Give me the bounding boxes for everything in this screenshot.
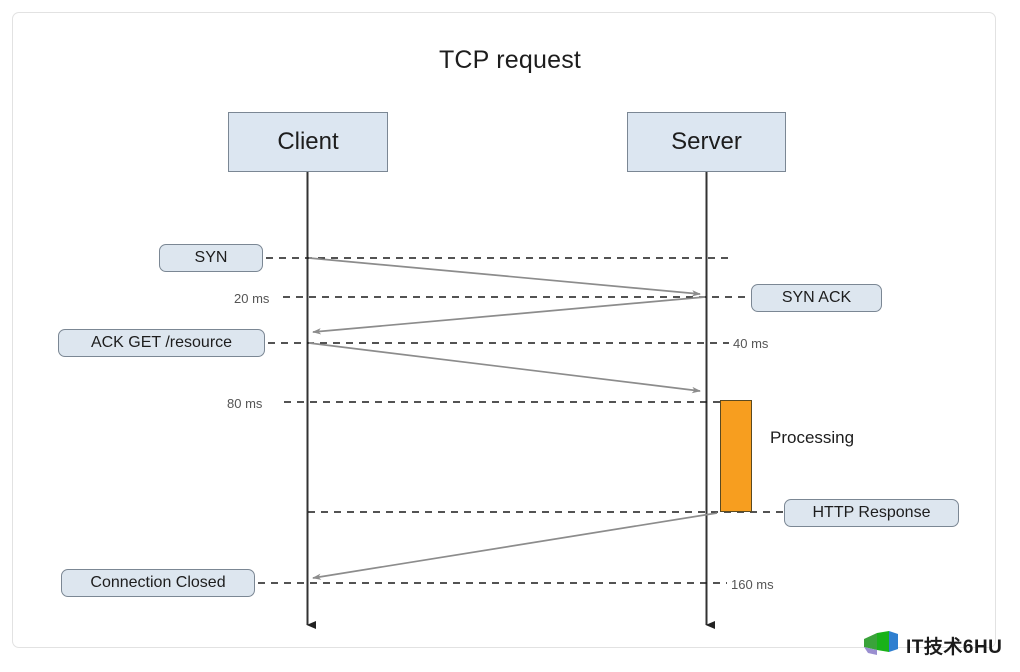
- message-label-connection-closed[interactable]: Connection Closed: [61, 569, 255, 597]
- arrow-response-to-client: [312, 512, 718, 580]
- message-label-syn[interactable]: SYN: [159, 244, 263, 272]
- timing-label-40ms: 40 ms: [733, 336, 769, 351]
- message-label-connection-closed-text: Connection Closed: [90, 574, 226, 591]
- participant-client[interactable]: Client: [228, 112, 388, 172]
- participant-server[interactable]: Server: [627, 112, 786, 172]
- time-rails: [258, 257, 784, 584]
- arrow-syn-to-server: [308, 257, 701, 297]
- timing-label-20ms: 20 ms: [234, 291, 270, 306]
- activation-bar-processing: [720, 400, 752, 512]
- arrow-synack-to-client: [312, 296, 706, 335]
- timing-label-160ms: 160 ms: [731, 577, 774, 592]
- message-label-syn-ack[interactable]: SYN ACK: [751, 284, 882, 312]
- watermark: IT技术6HU: [862, 630, 1002, 661]
- participant-server-label: Server: [671, 128, 742, 155]
- timing-label-80ms: 80 ms: [227, 396, 263, 411]
- message-label-ack-get-resource-text: ACK GET /resource: [90, 334, 233, 351]
- message-label-http-response-text: HTTP Response: [812, 504, 931, 521]
- activation-label-processing: Processing: [770, 428, 855, 447]
- message-label-ack-get-resource[interactable]: ACK GET /resource: [58, 329, 265, 357]
- watermark-text: IT技术6HU: [906, 637, 1003, 658]
- windows-flag-icon: [862, 630, 900, 661]
- arrow-ackget-to-server: [308, 342, 701, 394]
- message-label-http-response[interactable]: HTTP Response: [784, 499, 959, 527]
- page-title: TCP request: [438, 46, 582, 74]
- message-label-syn-text: SYN: [194, 249, 228, 266]
- participant-client-label: Client: [277, 128, 339, 155]
- message-label-syn-ack-text: SYN ACK: [781, 289, 852, 306]
- message-arrows: [308, 257, 718, 580]
